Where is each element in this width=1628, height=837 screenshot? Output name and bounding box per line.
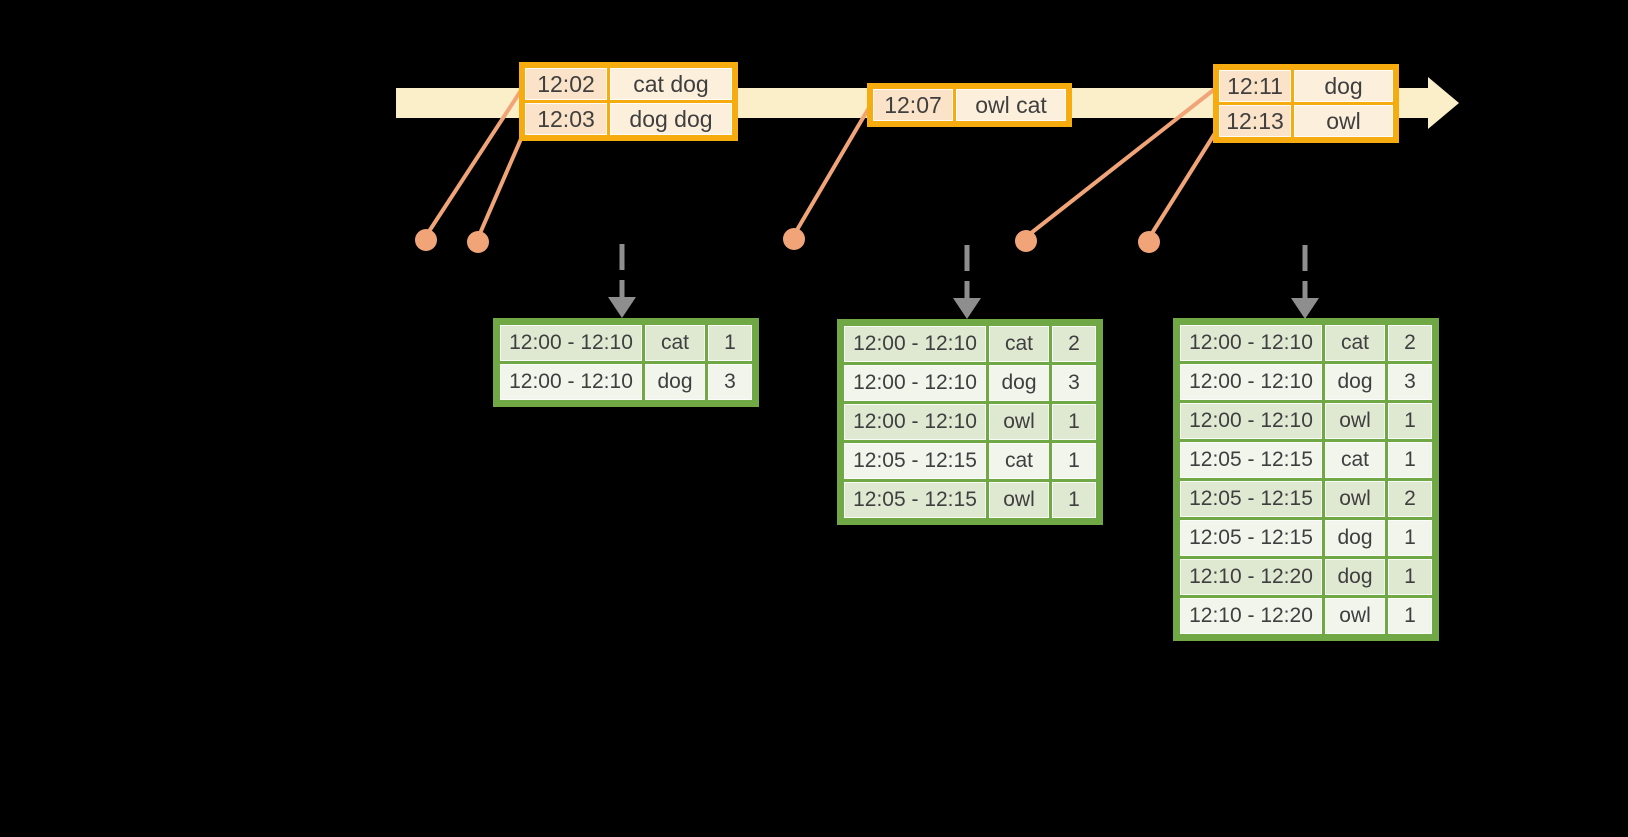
table-row: 12:05 - 12:15 dog 1	[1180, 520, 1432, 556]
window-cell: 12:00 - 12:10	[844, 404, 986, 440]
word-cell: cat	[1325, 442, 1385, 478]
table-row: 12:07 owl cat	[873, 89, 1066, 121]
event-dot	[1015, 230, 1037, 252]
table-row: 12:13 owl	[1219, 105, 1393, 137]
connector-line	[792, 104, 872, 237]
result-table-2: 12:00 - 12:10 cat 2 12:00 - 12:10 dog 3 …	[837, 319, 1103, 525]
table-row: 12:00 - 12:10 dog 3	[500, 364, 752, 400]
table-row: 12:05 - 12:15 cat 1	[1180, 442, 1432, 478]
arrowhead-icon	[953, 298, 981, 319]
connector-line	[476, 130, 526, 240]
table-row: 12:00 - 12:10 owl 1	[844, 404, 1096, 440]
word-cell: dog	[1325, 364, 1385, 400]
word-cell: dog	[989, 365, 1049, 401]
event-dot	[1138, 231, 1160, 253]
result-table-3: 12:00 - 12:10 cat 2 12:00 - 12:10 dog 3 …	[1173, 318, 1439, 641]
event-dot	[467, 231, 489, 253]
table-row: 12:02 cat dog	[525, 68, 732, 100]
word-cell: cat	[645, 325, 705, 361]
timeline-arrowhead-icon	[1428, 77, 1459, 129]
event-words-cell: dog dog	[610, 103, 732, 135]
word-cell: owl	[1325, 481, 1385, 517]
count-cell: 2	[1052, 326, 1096, 362]
result-table-1: 12:00 - 12:10 cat 1 12:00 - 12:10 dog 3	[493, 318, 759, 407]
window-cell: 12:00 - 12:10	[1180, 325, 1322, 361]
table-row: 12:00 - 12:10 owl 1	[1180, 403, 1432, 439]
count-cell: 1	[1052, 443, 1096, 479]
window-cell: 12:00 - 12:10	[1180, 403, 1322, 439]
window-cell: 12:00 - 12:10	[500, 364, 642, 400]
event-dot	[415, 229, 437, 251]
trigger-arrowheads	[608, 297, 1319, 319]
window-cell: 12:10 - 12:20	[1180, 559, 1322, 595]
window-cell: 12:05 - 12:15	[1180, 520, 1322, 556]
table-row: 12:05 - 12:15 cat 1	[844, 443, 1096, 479]
count-cell: 1	[1388, 442, 1432, 478]
word-cell: cat	[989, 326, 1049, 362]
table-row: 12:05 - 12:15 owl 2	[1180, 481, 1432, 517]
table-row: 12:00 - 12:10 cat 2	[1180, 325, 1432, 361]
table-row: 12:10 - 12:20 dog 1	[1180, 559, 1432, 595]
event-time-cell: 12:03	[525, 103, 607, 135]
count-cell: 1	[1388, 520, 1432, 556]
arrowhead-icon	[608, 297, 636, 318]
table-row: 12:03 dog dog	[525, 103, 732, 135]
count-cell: 2	[1388, 325, 1432, 361]
word-cell: owl	[989, 404, 1049, 440]
window-cell: 12:05 - 12:15	[1180, 442, 1322, 478]
word-cell: dog	[1325, 520, 1385, 556]
word-cell: dog	[645, 364, 705, 400]
event-dots	[415, 228, 1160, 253]
table-row: 12:00 - 12:10 cat 2	[844, 326, 1096, 362]
table-row: 12:05 - 12:15 owl 1	[844, 482, 1096, 518]
table-row: 12:00 - 12:10 dog 3	[844, 365, 1096, 401]
event-time-cell: 12:11	[1219, 70, 1291, 102]
event-words-cell: owl cat	[956, 89, 1066, 121]
window-cell: 12:00 - 12:10	[844, 365, 986, 401]
window-cell: 12:05 - 12:15	[1180, 481, 1322, 517]
count-cell: 1	[1052, 404, 1096, 440]
count-cell: 1	[708, 325, 752, 361]
table-row: 12:11 dog	[1219, 70, 1393, 102]
count-cell: 3	[708, 364, 752, 400]
event-words-cell: owl	[1294, 105, 1393, 137]
table-row: 12:00 - 12:10 cat 1	[500, 325, 752, 361]
word-cell: owl	[989, 482, 1049, 518]
window-cell: 12:00 - 12:10	[1180, 364, 1322, 400]
event-dot	[783, 228, 805, 250]
connector-line	[1147, 128, 1219, 240]
event-words-cell: dog	[1294, 70, 1393, 102]
event-time-cell: 12:13	[1219, 105, 1291, 137]
count-cell: 1	[1388, 559, 1432, 595]
event-time-cell: 12:07	[873, 89, 953, 121]
table-row: 12:00 - 12:10 dog 3	[1180, 364, 1432, 400]
window-cell: 12:05 - 12:15	[844, 482, 986, 518]
count-cell: 1	[1052, 482, 1096, 518]
table-row: 12:10 - 12:20 owl 1	[1180, 598, 1432, 634]
word-cell: cat	[989, 443, 1049, 479]
count-cell: 1	[1388, 403, 1432, 439]
arrowhead-icon	[1291, 298, 1319, 319]
word-cell: cat	[1325, 325, 1385, 361]
event-time-cell: 12:02	[525, 68, 607, 100]
count-cell: 2	[1388, 481, 1432, 517]
window-cell: 12:05 - 12:15	[844, 443, 986, 479]
count-cell: 3	[1052, 365, 1096, 401]
event-table-2: 12:07 owl cat	[867, 83, 1072, 127]
word-cell: owl	[1325, 598, 1385, 634]
word-cell: dog	[1325, 559, 1385, 595]
window-cell: 12:00 - 12:10	[844, 326, 986, 362]
word-cell: owl	[1325, 403, 1385, 439]
window-cell: 12:00 - 12:10	[500, 325, 642, 361]
event-table-3: 12:11 dog 12:13 owl	[1213, 64, 1399, 143]
trigger-arrows	[619, 244, 1308, 300]
window-cell: 12:10 - 12:20	[1180, 598, 1322, 634]
count-cell: 3	[1388, 364, 1432, 400]
count-cell: 1	[1388, 598, 1432, 634]
event-table-1: 12:02 cat dog 12:03 dog dog	[519, 62, 738, 141]
event-words-cell: cat dog	[610, 68, 732, 100]
